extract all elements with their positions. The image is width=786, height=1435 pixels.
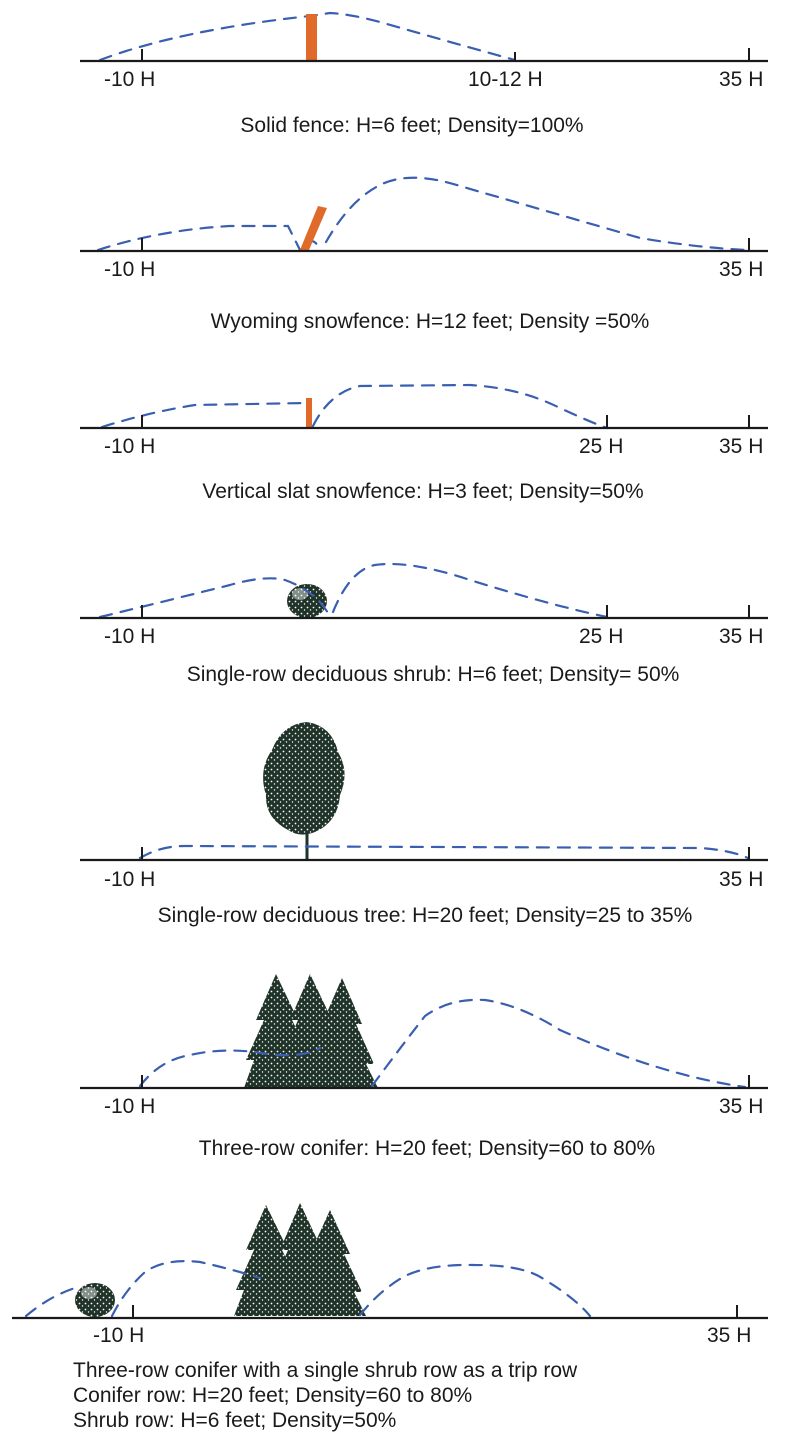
panel-caption: Wyoming snowfence: H=12 feet; Density =5…	[211, 310, 650, 333]
tick-label: -10 H	[104, 1095, 155, 1118]
tick-label: 25 H	[579, 625, 623, 648]
panel-wyoming-snowfence: -10 H 35 H Wyoming snowfence: H=12 feet;…	[80, 176, 768, 333]
drift-profile	[311, 383, 609, 430]
drift-profile	[370, 998, 747, 1089]
drift-profile	[138, 844, 750, 860]
tick-label: 25 H	[579, 435, 623, 458]
panel-caption: Single-row deciduous tree: H=20 feet; De…	[158, 904, 693, 927]
tick-label: -10 H	[104, 625, 155, 648]
tick-label: 35 H	[707, 1324, 751, 1347]
panel-single-row-shrub: -10 H 25 H 35 H Single-row deciduous shr…	[80, 562, 768, 686]
panel-caption: Conifer row: H=20 feet; Density=60 to 80…	[73, 1384, 472, 1407]
tick-label: 10-12 H	[468, 68, 543, 91]
tick-label: -10 H	[93, 1324, 144, 1347]
tick-label: -10 H	[104, 435, 155, 458]
panel-caption: Shrub row: H=6 feet; Density=50%	[73, 1409, 396, 1432]
drift-profile	[98, 577, 332, 619]
tick-label: 35 H	[719, 258, 763, 281]
conifer-row-icon	[244, 974, 378, 1088]
tick-label: -10 H	[104, 868, 155, 891]
panel-caption: Vertical slat snowfence: H=3 feet; Densi…	[202, 480, 643, 503]
drift-profile	[138, 1046, 322, 1088]
panel-caption: Three-row conifer with a single shrub ro…	[73, 1359, 578, 1382]
tick-label: 35 H	[719, 68, 763, 91]
drift-profile	[110, 1260, 262, 1318]
slat-fence-icon	[306, 398, 312, 427]
tick-label: 35 H	[719, 625, 763, 648]
drift-profile	[98, 11, 517, 62]
panel-caption: Solid fence: H=6 feet; Density=100%	[240, 114, 583, 137]
drift-profile	[24, 1286, 77, 1318]
conifer-row-icon	[234, 1203, 366, 1316]
drift-profile	[324, 176, 750, 252]
drift-profile	[358, 1263, 592, 1318]
drift-profile	[100, 401, 308, 429]
angled-fence-icon	[300, 206, 327, 250]
shrub-icon	[75, 1283, 115, 1317]
panel-conifer-with-trip-row: -10 H 35 H Three-row conifer with a sing…	[12, 1203, 768, 1432]
tick-label: -10 H	[104, 68, 155, 91]
panel-caption: Single-row deciduous shrub: H=6 feet; De…	[187, 663, 680, 686]
drift-profile	[96, 224, 302, 252]
tick-label: 35 H	[719, 435, 763, 458]
panel-single-row-tree: -10 H 35 H Single-row deciduous tree: H=…	[80, 722, 768, 927]
solid-fence-icon	[306, 14, 317, 61]
deciduous-tree-icon	[263, 722, 345, 860]
tick-label: 35 H	[719, 1095, 763, 1118]
tick-label: -10 H	[104, 258, 155, 281]
panel-caption: Three-row conifer: H=20 feet; Density=60…	[199, 1137, 655, 1160]
panel-solid-fence: -10 H 10-12 H 35 H Solid fence: H=6 feet…	[80, 11, 768, 137]
drift-profile	[331, 562, 609, 619]
panel-vertical-slat-snowfence: -10 H 25 H 35 H Vertical slat snowfence:…	[80, 383, 768, 503]
tick-label: 35 H	[719, 868, 763, 891]
panel-three-row-conifer: -10 H 35 H Three-row conifer: H=20 feet;…	[80, 974, 768, 1160]
shrub-icon	[287, 584, 327, 618]
